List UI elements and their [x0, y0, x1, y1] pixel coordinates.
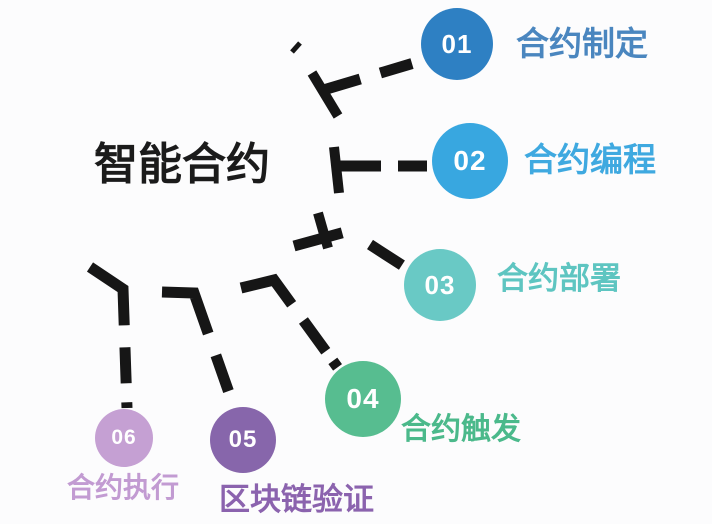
- node-02-label: 合约编程: [524, 141, 656, 178]
- node-01-number: 01: [441, 28, 473, 59]
- node-06-number: 06: [111, 426, 137, 449]
- connector-to-06: [86, 262, 133, 409]
- node-05-circle: 05: [210, 407, 276, 473]
- node-06-label: 合约执行: [67, 472, 180, 503]
- connector-tick-01: [307, 70, 343, 119]
- stray-mark: [290, 41, 302, 54]
- node-01-circle: 01: [421, 8, 493, 80]
- connector-tick-02: [329, 146, 344, 194]
- node-03-label: 合约部署: [497, 261, 621, 296]
- node-01-label: 合约制定: [516, 25, 648, 62]
- connector-to-05: [161, 286, 240, 409]
- node-05-number: 05: [228, 426, 258, 453]
- connector-to-03: [292, 225, 414, 276]
- node-05-label: 区块链验证: [219, 482, 374, 517]
- node-02-circle: 02: [432, 123, 508, 199]
- node-03-circle: 03: [404, 249, 476, 321]
- node-06-circle: 06: [95, 409, 153, 467]
- node-04-circle: 04: [325, 361, 401, 437]
- connector-tick-03: [313, 211, 333, 250]
- node-02-number: 02: [453, 145, 487, 176]
- node-03-number: 03: [424, 269, 456, 300]
- connector-to-01: [318, 54, 426, 97]
- node-04-label: 合约触发: [401, 413, 521, 446]
- diagram-title: 智能合约: [94, 140, 270, 189]
- connector-to-04: [239, 273, 343, 372]
- node-04-number: 04: [346, 383, 380, 414]
